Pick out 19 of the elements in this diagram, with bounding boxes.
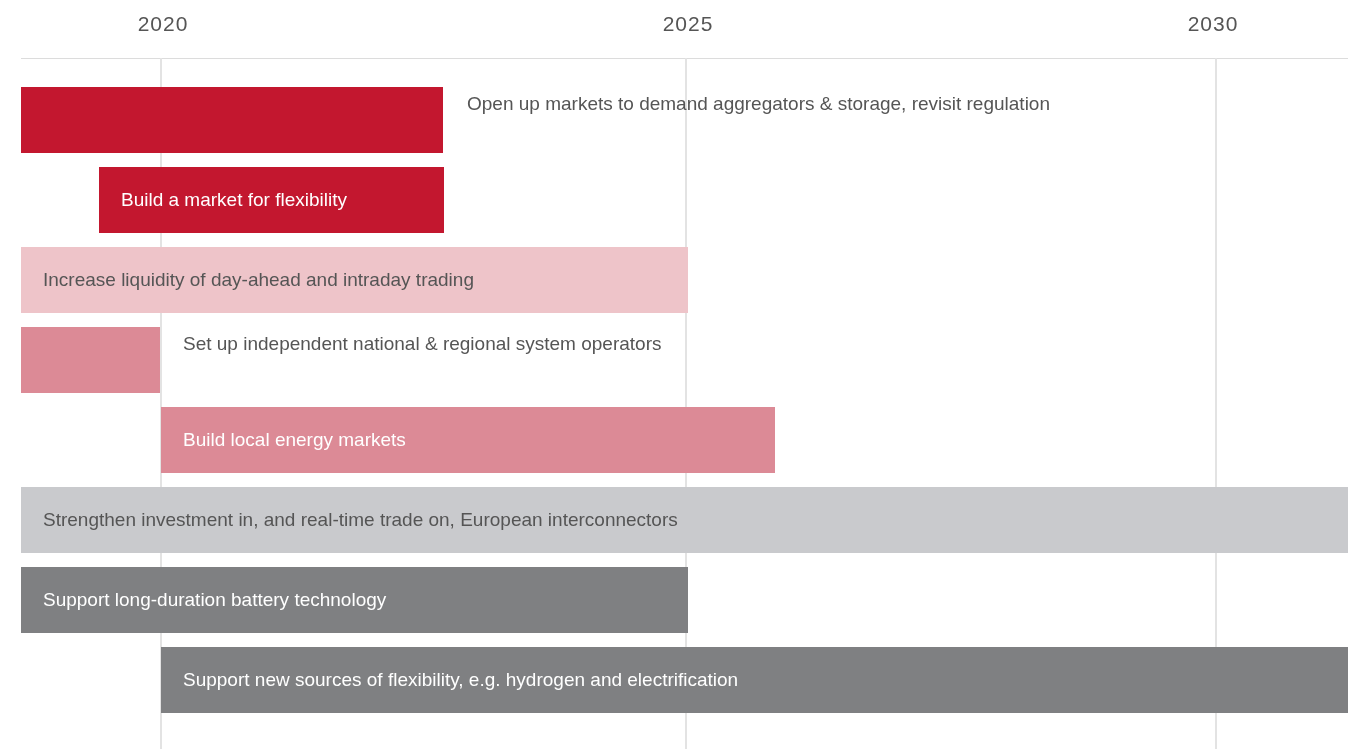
timeline-bar: [99, 167, 444, 233]
timeline-bar: [161, 647, 1348, 713]
bar-label: Support long-duration battery technology: [43, 589, 387, 611]
bar-label: Set up independent national & regional system operators: [183, 332, 663, 356]
timeline-bar: [21, 247, 688, 313]
year-label: 2030: [1186, 12, 1240, 36]
bar-label: Build a market for flexibility: [121, 189, 347, 211]
year-label: 2025: [661, 12, 715, 36]
bar-label: Strengthen investment in, and real-time trade on, European interconnectors: [43, 509, 678, 531]
year-label: 2020: [136, 12, 190, 36]
bar-label: Open up markets to demand aggregators & storage, revisit regulation: [467, 92, 1051, 116]
bar-label: Support new sources of flexibility, e.g. hydrogen and electrification: [183, 669, 739, 691]
timeline-bar: [21, 327, 160, 393]
timeline-bar: [21, 567, 688, 633]
timeline-bar: [21, 487, 1348, 553]
timeline-bar: [21, 87, 443, 153]
bar-label: Increase liquidity of day-ahead and intraday trading: [43, 269, 474, 291]
timeline-bar: [161, 407, 775, 473]
bar-label: Build local energy markets: [183, 429, 406, 451]
